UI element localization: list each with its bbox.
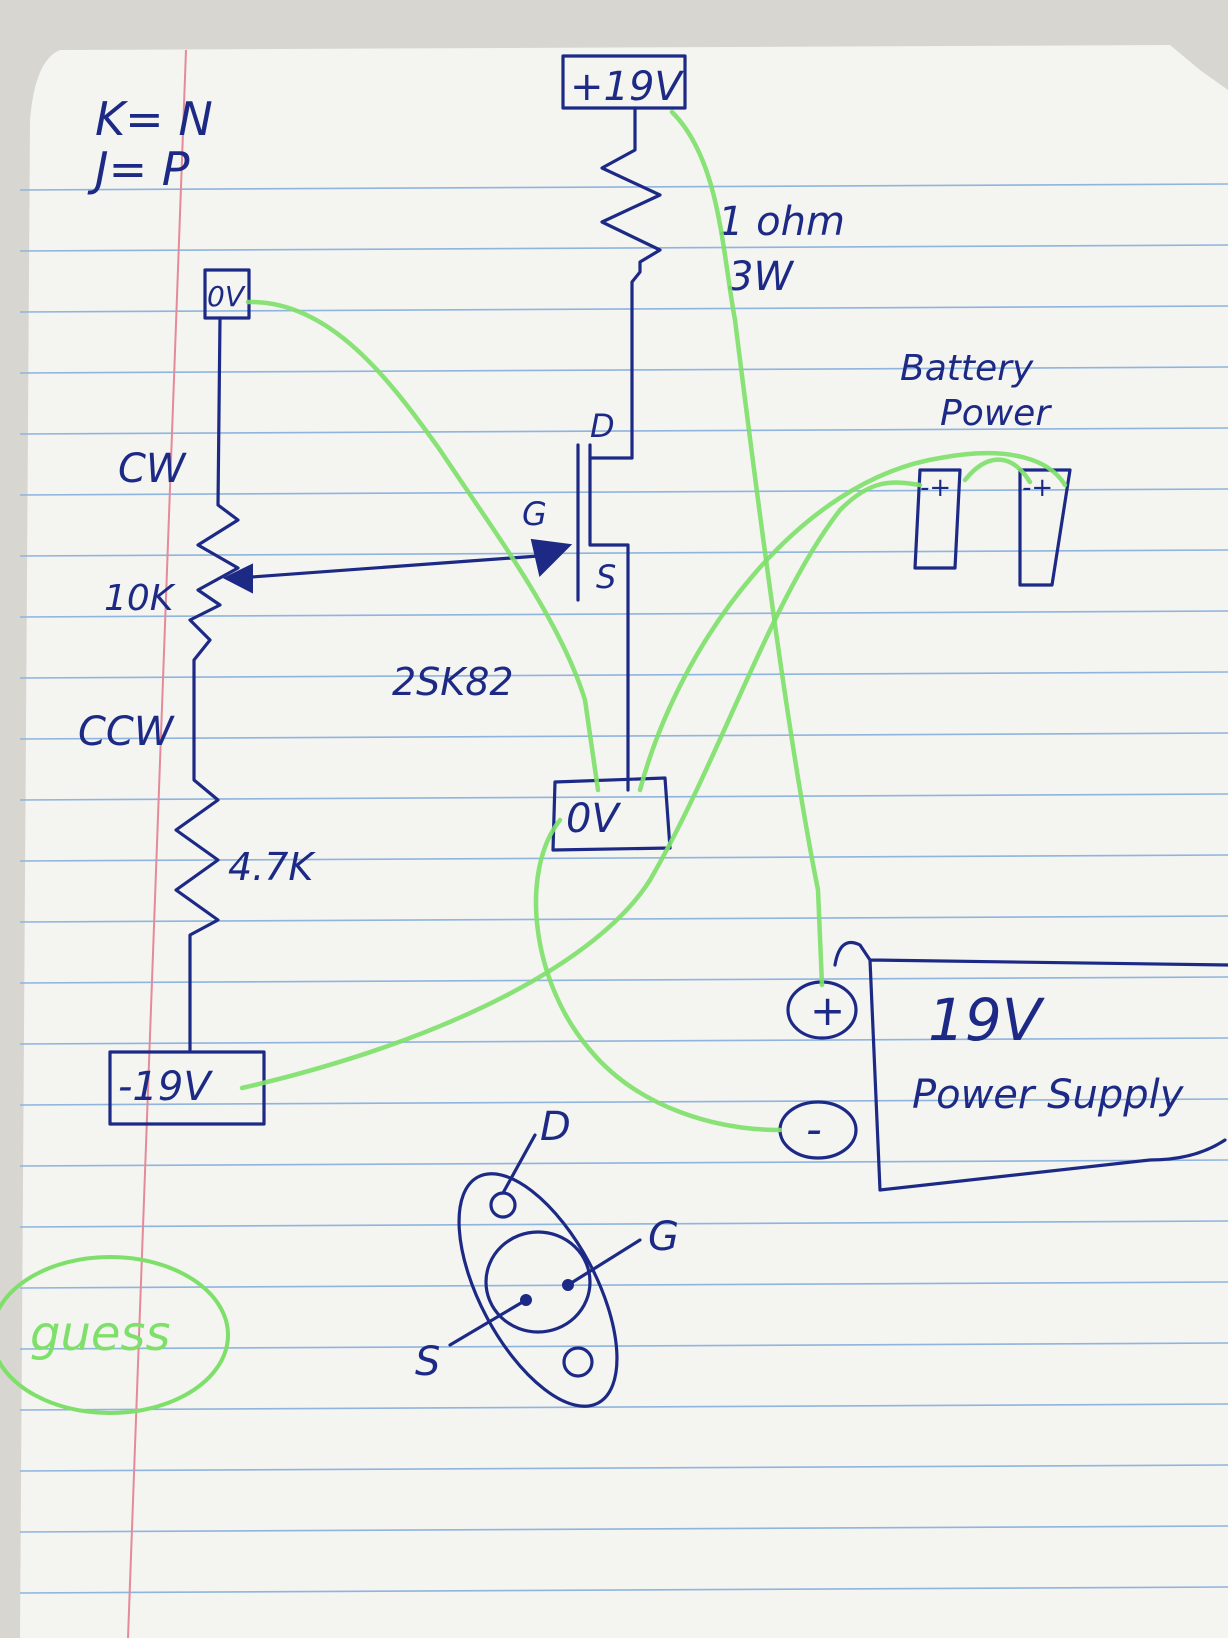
wire-plus19v-to-supply-plus <box>669 109 825 988</box>
ruled-line <box>19 1037 1228 1045</box>
drain-resistor-symbol <box>588 106 662 460</box>
fixed-resistor-value: 4.7K <box>228 845 316 889</box>
minus-19v-terminal <box>108 1050 266 1126</box>
pinout-source-label: S <box>415 1339 440 1385</box>
gate-label: G <box>522 495 547 533</box>
pot-cw-label: CW <box>118 446 187 492</box>
wire-pot-top-to-ground <box>245 299 601 793</box>
wire-minus19v-to-battery-minus <box>239 480 923 1091</box>
wire-ground-to-supply-minus <box>533 817 783 1133</box>
ruled-line <box>19 244 1228 252</box>
battery-label-line-1: Battery <box>900 348 1034 389</box>
plus-19v-label: +19V <box>570 64 684 110</box>
battery-cell-1 <box>913 468 962 570</box>
mosfet-part-number: 2SK82 <box>392 660 514 704</box>
pot-ccw-label: CCW <box>78 709 175 755</box>
legend-line-2: J= P <box>87 142 190 196</box>
ruled-line <box>19 1586 1228 1594</box>
ruled-line <box>19 1159 1228 1167</box>
ruled-line <box>19 793 1228 801</box>
plus-19v-terminal <box>561 54 687 110</box>
drain-resistor-power: 3W <box>728 254 794 300</box>
gate-arrowhead <box>530 538 573 577</box>
guess-note-text: guess <box>30 1306 170 1362</box>
ruled-line <box>19 1525 1228 1533</box>
ruled-line <box>19 427 1228 435</box>
supply-name-label: Power Supply <box>912 1072 1185 1118</box>
pinout-gate-label: G <box>648 1214 679 1260</box>
ruled-lines <box>19 183 1228 1594</box>
guess-note-circle <box>0 1255 230 1415</box>
wiper-arrowhead <box>222 563 253 594</box>
pinout-leader-lines <box>448 1133 642 1347</box>
ruled-line <box>19 549 1228 557</box>
ruled-line <box>19 976 1228 984</box>
wire-ground-to-battery-plus <box>637 450 1068 793</box>
source-label: S <box>596 558 616 596</box>
wiper-to-gate-wire <box>236 553 554 580</box>
ruled-line <box>19 1403 1228 1411</box>
power-supply-box <box>833 940 1228 1192</box>
legend-line-1: K= N <box>95 92 213 146</box>
ruled-line <box>19 488 1228 496</box>
ruled-line <box>19 610 1228 618</box>
battery-label-line-2: Power <box>940 393 1052 434</box>
to3-package-can <box>484 1230 592 1334</box>
ruled-line <box>19 1464 1228 1472</box>
minus-19v-label: -19V <box>118 1064 213 1110</box>
ruled-line <box>19 915 1228 923</box>
pinout-drain-label: D <box>540 1104 571 1150</box>
wire-battery-link <box>962 457 1033 485</box>
ruled-line <box>19 854 1228 862</box>
ruled-line <box>19 305 1228 313</box>
ruled-line <box>19 1342 1228 1350</box>
mounting-hole-bottom <box>562 1346 594 1378</box>
ruled-line <box>19 366 1228 374</box>
ruled-line <box>19 183 1228 191</box>
drain-resistor-value: 1 ohm <box>718 199 845 245</box>
ruled-line <box>19 671 1228 679</box>
pot-top-terminal-label: 0V <box>207 280 246 313</box>
battery-cell-1-polarity: -+ <box>920 473 951 503</box>
drain-label: D <box>590 407 615 445</box>
margin-line <box>127 49 187 1638</box>
mosfet-body <box>576 443 630 792</box>
ruled-line <box>19 1220 1228 1228</box>
pot-top-terminal <box>203 268 251 320</box>
ruled-line <box>19 732 1228 740</box>
paper-sheet <box>20 45 1228 1638</box>
ruled-line <box>19 1281 1228 1289</box>
supply-voltage-label: 19V <box>928 986 1046 1054</box>
ruled-line <box>19 1098 1228 1106</box>
ground-terminal-label: 0V <box>566 796 621 842</box>
to3-package-outline <box>457 1172 619 1408</box>
supply-plus-label: + <box>810 986 845 1035</box>
pot-and-resistor-chain <box>174 316 240 1052</box>
pot-value-label: 10K <box>104 578 176 619</box>
supply-minus-label: - <box>806 1104 822 1155</box>
